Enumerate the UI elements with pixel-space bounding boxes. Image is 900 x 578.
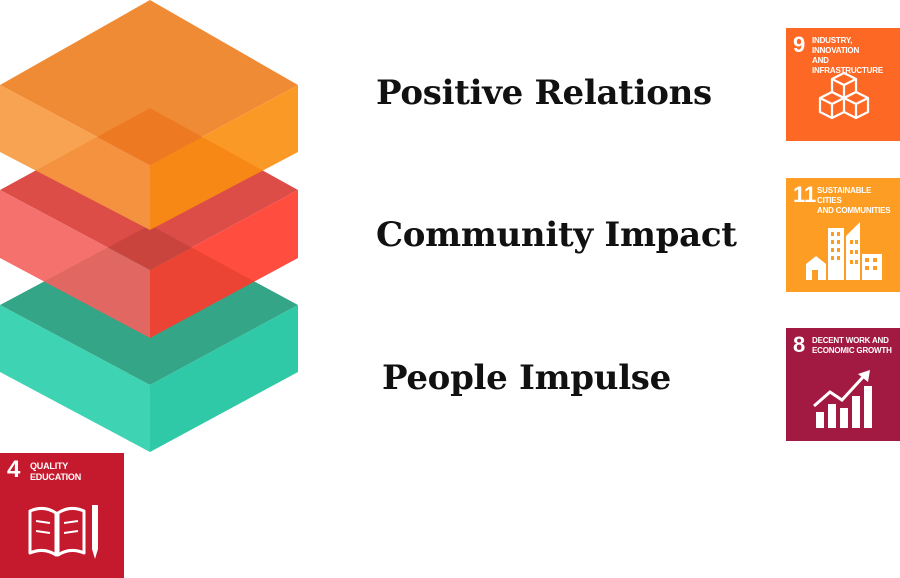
sdg-number: 11 [793,182,817,207]
sdg-number: 9 [793,32,806,57]
layered-stack-diagram [0,0,298,452]
sdg-tile-9: 9 INDUSTRY, INNOVATION AND INFRASTRUCTUR… [786,28,900,141]
layer-left-face [0,190,150,338]
layer-right-face [150,305,298,452]
cubes-icon [818,71,870,120]
label-people-impulse: People Impulse [382,358,671,398]
growth-chart-icon [813,370,872,428]
sdg-title: SUSTAINABLE CITIES AND COMMUNITIES [817,186,891,215]
sdg-title: DECENT WORK AND ECONOMIC GROWTH [812,336,892,355]
sdg-number: 8 [793,332,806,357]
sdg-tile-8: 8 DECENT WORK AND ECONOMIC GROWTH [786,328,900,441]
sdg-title: INDUSTRY, INNOVATION AND INFRASTRUCTURE [812,36,883,75]
sdg-tile-4: 4 QUALITY EDUCATION [0,453,124,578]
sdg-tile-11: 11 SUSTAINABLE CITIES AND COMMUNITIES [786,178,900,292]
book-pencil-icon [28,505,98,559]
layer-top-face [0,0,298,165]
label-positive-relations: Positive Relations [376,73,712,113]
layer-right-face [150,190,298,338]
layer-right-face [150,85,298,230]
sdg-number: 4 [7,456,21,483]
label-community-impact: Community Impact [376,215,737,255]
layer-positive-relations [0,0,298,230]
layer-left-face [0,305,150,452]
city-icon [806,222,882,280]
sdg-title: QUALITY EDUCATION [30,461,82,482]
layer-left-face [0,85,150,230]
